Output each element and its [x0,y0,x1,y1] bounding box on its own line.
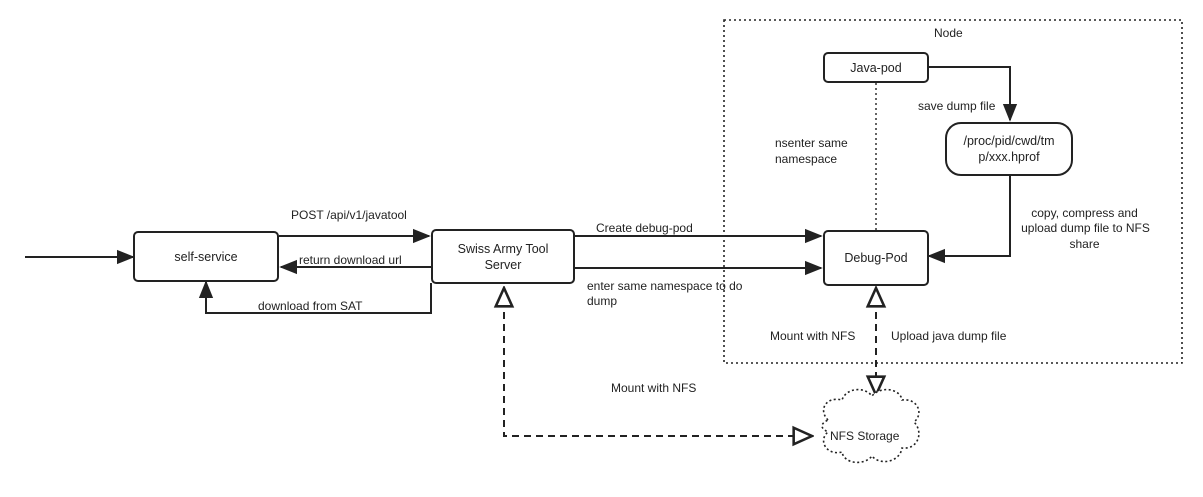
nfs-storage-label: NFS Storage [830,429,900,443]
node-container-label: Node [934,26,963,40]
label-copy-line3: share [1069,237,1100,251]
label-nsenter-line2: namespace [775,152,838,166]
sat-server-node: Swiss Army Tool Server [431,229,575,284]
label-copy-line2: upload dump file to NFS [1021,221,1150,235]
label-return-url: return download url [299,253,402,267]
label-save-dump: save dump file [918,99,996,113]
label-mount-nfs-debug: Mount with NFS [770,329,856,343]
java-pod-node: Java-pod [823,52,929,83]
label-enter-namespace-line1: enter same namespace to do [587,279,743,293]
java-pod-label: Java-pod [850,60,902,75]
label-download-sat: download from SAT [258,299,363,313]
node-container [723,19,1183,364]
label-mount-nfs-sat: Mount with NFS [611,381,697,395]
dump-path-node: /proc/pid/cwd/tm p/xxx.hprof [945,122,1073,176]
edge-download-sat [198,280,432,314]
label-copy-line1: copy, compress and [1031,206,1138,220]
debug-pod-label: Debug-Pod [844,251,908,265]
label-create-debug-pod: Create debug-pod [596,221,693,235]
sat-server-label-line1: Swiss Army Tool [457,241,549,256]
self-service-label: self-service [174,249,238,264]
dump-path-line1: /proc/pid/cwd/tm [963,134,1055,148]
debug-pod-node: Debug-Pod [823,230,929,286]
self-service-node: self-service [133,231,279,282]
edge-copy-upload [927,176,1011,264]
sat-server-label-line2: Server [484,257,522,272]
nfs-storage-cloud [821,388,920,464]
label-enter-namespace-line2: dump [587,294,618,308]
edge-sat-nfs [504,288,812,436]
label-upload-java-dump: Upload java dump file [891,329,1007,343]
dump-path-line2: p/xxx.hprof [978,150,1040,164]
label-nsenter-line1: nsenter same [775,136,848,150]
label-post-api: POST /api/v1/javatool [291,208,407,222]
edge-save-dump [929,66,1018,122]
